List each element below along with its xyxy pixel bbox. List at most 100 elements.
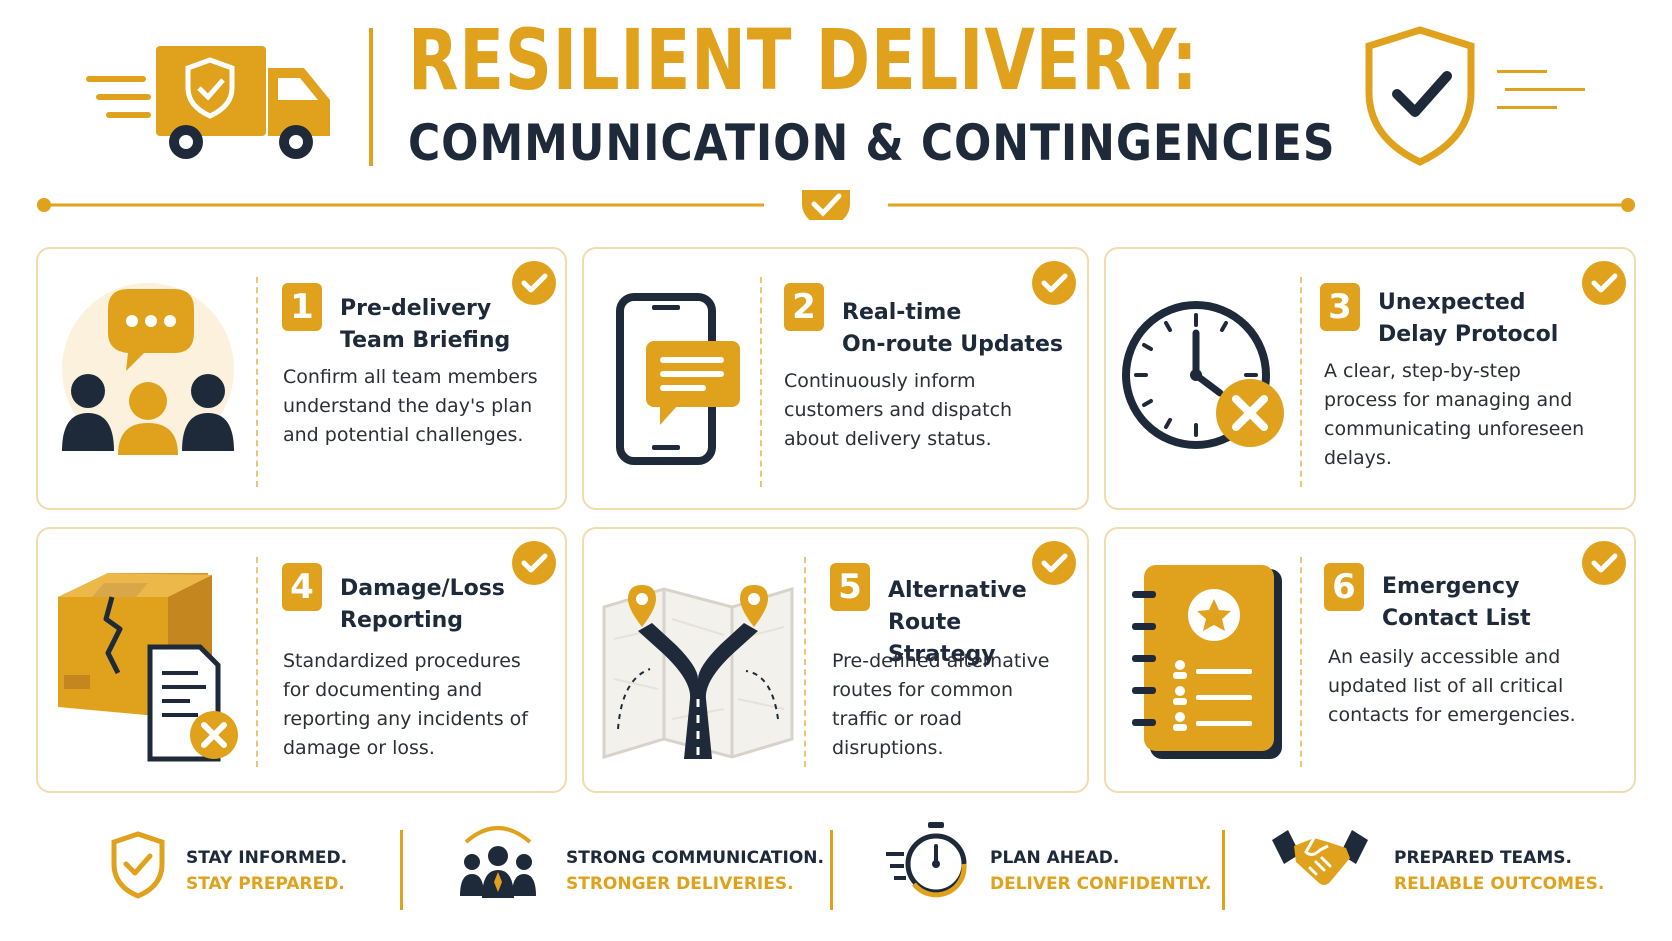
card-title-line: Pre-delivery — [340, 296, 492, 321]
card-realtime-updates: 2 Real-time On-route Updates Continuousl… — [582, 247, 1089, 510]
desc-line: understand the day's plan — [283, 395, 533, 417]
phone-message-icon — [616, 293, 740, 465]
card-description: An easily accessible and updated list of… — [1328, 643, 1576, 730]
card-team-briefing: 1 Pre-delivery Team Briefing Confirm all… — [36, 247, 567, 510]
check-icon — [1032, 541, 1076, 585]
header: RESILIENT DELIVERY: COMMUNICATION & CONT… — [0, 0, 1672, 180]
card-delay-protocol: 3 Unexpected Delay Protocol A clear, ste… — [1104, 247, 1636, 510]
card-alternative-route: 5 Alternative Route Strategy Pre-defined… — [582, 527, 1089, 793]
clock-cancel-icon — [1122, 301, 1284, 449]
card-title-line: Real-time — [842, 300, 962, 325]
desc-line: An easily accessible and — [1328, 646, 1561, 668]
step-number: 6 — [1324, 563, 1364, 611]
footer-line2: STAY PREPARED. — [186, 874, 345, 894]
route-map-icon — [602, 585, 794, 759]
card-divider — [256, 557, 258, 767]
card-title: Damage/Loss Reporting — [340, 573, 505, 637]
section-divider — [37, 190, 1635, 220]
desc-line: Confirm all team members — [283, 366, 538, 388]
desc-line: for documenting and — [283, 679, 483, 701]
step-number: 1 — [282, 283, 322, 331]
step-number: 3 — [1320, 283, 1360, 331]
card-divider — [256, 277, 258, 487]
check-icon — [1582, 541, 1626, 585]
card-title-line: Delay Protocol — [1378, 322, 1559, 347]
handshake-icon — [1272, 830, 1368, 885]
desc-line: traffic or road — [832, 708, 962, 730]
card-divider — [1300, 557, 1302, 767]
desc-line: about delivery status. — [784, 428, 992, 450]
card-title: Pre-delivery Team Briefing — [340, 293, 510, 357]
desc-line: communicating unforeseen — [1324, 418, 1585, 440]
check-icon — [1582, 261, 1626, 305]
footer-line1: STRONG COMMUNICATION. — [566, 848, 824, 868]
card-description: A clear, step-by-step process for managi… — [1324, 357, 1584, 473]
desc-line: and potential challenges. — [283, 424, 524, 446]
desc-line: delays. — [1324, 447, 1392, 469]
footer-line2: RELIABLE OUTCOMES. — [1394, 874, 1605, 894]
stopwatch-icon — [886, 822, 967, 898]
card-divider — [804, 557, 806, 767]
card-description: Continuously inform customers and dispat… — [784, 367, 1012, 454]
card-title-line: Unexpected — [1378, 290, 1526, 315]
page-title: RESILIENT DELIVERY: — [408, 11, 1199, 109]
card-divider — [1300, 277, 1302, 487]
card-title-line: Contact List — [1382, 606, 1531, 631]
desc-line: routes for common — [832, 679, 1014, 701]
card-title-line: Damage/Loss — [340, 576, 505, 601]
desc-line: Pre-defined alternative — [832, 650, 1050, 672]
footer-separator — [400, 830, 403, 910]
card-description: Confirm all team members understand the … — [283, 363, 538, 450]
team-icon — [460, 826, 536, 898]
card-title: Emergency Contact List — [1382, 571, 1531, 635]
header-divider — [369, 28, 373, 166]
desc-line: Standardized procedures — [283, 650, 521, 672]
card-title-line: Team Briefing — [340, 328, 511, 353]
card-title-line: Emergency — [1382, 574, 1520, 599]
delivery-truck-icon — [86, 46, 330, 159]
desc-line: updated list of all critical — [1328, 675, 1564, 697]
desc-line: Continuously inform — [784, 370, 976, 392]
card-emergency-contacts: 6 Emergency Contact List An easily acces… — [1104, 527, 1636, 793]
step-number: 5 — [830, 563, 870, 611]
card-title: Alternative Route Strategy — [888, 575, 1087, 671]
footer-line2: STRONGER DELIVERIES. — [566, 874, 794, 894]
card-title: Unexpected Delay Protocol — [1378, 287, 1558, 351]
card-title-line: On-route Updates — [842, 332, 1063, 357]
desc-line: contacts for emergencies. — [1328, 704, 1576, 726]
footer-item-plan: PLAN AHEAD. DELIVER CONFIDENTLY. — [884, 822, 1214, 910]
check-icon — [512, 261, 556, 305]
shield-check-icon — [111, 831, 165, 899]
card-title-line: Reporting — [340, 608, 464, 633]
footer-line1: STAY INFORMED. — [186, 848, 348, 868]
step-number: 2 — [784, 283, 824, 331]
card-description: Standardized procedures for documenting … — [283, 647, 528, 763]
footer-line1: PLAN AHEAD. — [990, 848, 1120, 868]
contact-book-icon — [1132, 565, 1282, 759]
card-damage-reporting: 4 Damage/Loss Reporting Standardized pro… — [36, 527, 567, 793]
card-title-line: Strategy — [888, 642, 996, 667]
footer-item-informed: STAY INFORMED. STAY PREPARED. — [110, 830, 390, 910]
footer-line1: PREPARED TEAMS. — [1394, 848, 1572, 868]
footer-item-communication: STRONG COMMUNICATION. STRONGER DELIVERIE… — [456, 826, 826, 910]
check-icon — [512, 541, 556, 585]
damaged-box-icon — [58, 573, 238, 762]
desc-line: damage or loss. — [283, 737, 435, 759]
footer-item-teams: PREPARED TEAMS. RELIABLE OUTCOMES. — [1270, 830, 1604, 910]
card-divider — [760, 277, 762, 487]
desc-line: A clear, step-by-step — [1324, 360, 1521, 382]
desc-line: disruptions. — [832, 737, 944, 759]
footer-separator — [1222, 830, 1225, 910]
team-chat-icon — [62, 283, 234, 455]
check-icon — [1032, 261, 1076, 305]
desc-line: customers and dispatch — [784, 399, 1013, 421]
step-number: 4 — [282, 563, 322, 611]
page-subtitle: COMMUNICATION & CONTINGENCIES — [408, 114, 1336, 172]
footer-separator — [830, 830, 833, 910]
card-title: Real-time On-route Updates — [842, 297, 1063, 361]
card-description: Pre-defined alternative routes for commo… — [832, 647, 1050, 763]
footer-line2: DELIVER CONFIDENTLY. — [990, 874, 1212, 894]
desc-line: process for managing and — [1324, 389, 1573, 411]
desc-line: reporting any incidents of — [283, 708, 528, 730]
card-title-line: Alternative Route — [888, 578, 1027, 635]
